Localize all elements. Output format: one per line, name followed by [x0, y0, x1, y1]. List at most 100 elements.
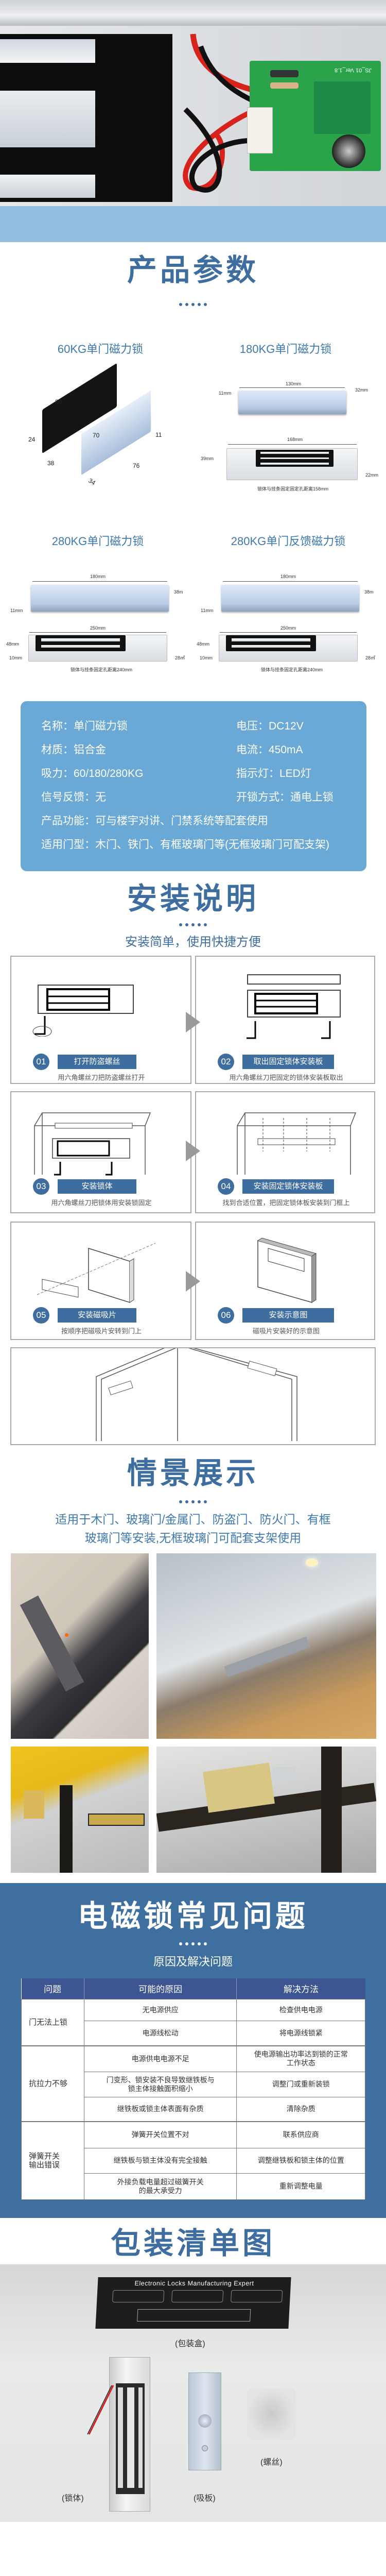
scenes-title: 情景展示	[127, 1456, 259, 1490]
dim-plate-thickness: 11mm	[10, 608, 23, 613]
solution-cell: 调整门或重新装锁	[236, 2071, 365, 2097]
spec-feedback: 信号反馈：无	[41, 791, 106, 803]
label-screws: (螺丝)	[260, 2458, 283, 2467]
install-step-4: 04 安装固定锁体安装板 找到合适位置，把固定锁体板安装到门框上	[195, 1091, 375, 1213]
package-box: Electronic Locks Manufacturing Expert	[95, 2277, 291, 2329]
cause-cell: 无电源供应	[83, 1998, 237, 2021]
install-title: 安装说明	[127, 882, 259, 916]
scene-photo-glass-door-bracket	[156, 1747, 376, 1873]
step-number-badge: 01	[33, 1054, 49, 1070]
table-row: 外接负载电量超过磁簧开关的最大承受力 重新调整电量	[22, 2173, 365, 2200]
faq-table: 问题 可能的原因 解决方法 门无法上锁 无电源供应 检查供电电源 电源线松动 将…	[21, 1978, 365, 2200]
step-title: 取出固定锁体安装板	[242, 1055, 334, 1069]
header-cause: 可能的原因	[84, 1978, 237, 1999]
dim-lock-length: 168mm	[287, 437, 303, 442]
product-label-280kg-feedback: 280KG单门反馈磁力锁	[231, 535, 346, 548]
scenes-description-line-2: 玻璃门等安装,无框玻璃门可配套支架使用	[84, 1531, 302, 1545]
solution-cell: 将电源线锁紧	[236, 2020, 365, 2046]
scene-photo-wood-door	[11, 1553, 149, 1739]
cause-cell: 电源供电电源不足	[83, 2045, 237, 2072]
step-description: 用六角螺丝刀把防盗螺丝打开	[58, 1074, 145, 1081]
cause-cell: 电源线松动	[83, 2020, 237, 2046]
product-label-60kg: 60KG单门磁力锁	[57, 343, 144, 355]
dim-lock-width: 28㎡	[365, 655, 376, 660]
dim-plate-thickness: 11	[155, 431, 162, 438]
spec-panel: 名称：单门磁力锁 电压：DC12V 材质：铝合金 电流：450mA 吸力：60/…	[21, 701, 366, 871]
install-subtitle: 安装简单，使用快捷方便	[125, 935, 261, 949]
problem-cell: 抗拉力不够	[21, 2045, 84, 2122]
step-number-badge: 04	[218, 1178, 234, 1195]
dim-plate-width: 38m	[364, 589, 374, 595]
step-description: 磁吸片安装好的示意图	[252, 1327, 320, 1335]
terminal-block	[314, 81, 371, 134]
dim-lock-width: 28㎡	[175, 655, 185, 660]
spec-name: 名称：单门磁力锁	[41, 720, 128, 732]
label-package-box: (包装盒)	[175, 2340, 205, 2348]
dim-lock-length: 250mm	[90, 625, 106, 631]
step-description: 按顺序把磁吸片安转到门上	[61, 1327, 142, 1335]
spec-unlock: 开锁方式：通电上锁	[236, 791, 334, 803]
solution-cell: 使电源输出功率达到锁的正常工作状态	[236, 2045, 365, 2072]
step-title: 安装锁体	[58, 1179, 136, 1194]
dim-hole-distance-note: 锁体与挂条固定孔距离240mm	[261, 667, 323, 672]
solution-cell: 调整继铁板和锁主体的位置	[236, 2147, 365, 2174]
install-step-3: 03 安装锁体 用六角螺丝刀把锁体用安装锁固定	[10, 1091, 191, 1213]
solution-cell: 检查供电电源	[236, 1998, 365, 2021]
package-title: 包装清单图	[110, 2227, 275, 2260]
step-number-badge: 05	[33, 1307, 49, 1324]
table-row: 门无法上锁 无电源供应 检查供电电源	[21, 1998, 365, 2046]
faq-title: 电磁锁常见问题	[77, 1900, 308, 1933]
dim-plate-width: 32mm	[355, 387, 369, 393]
next-arrow-icon	[186, 1271, 200, 1292]
step-title: 安装磁吸片	[58, 1308, 136, 1323]
scene-photo-glass-door-yellow	[11, 1747, 149, 1873]
magnet-core	[0, 34, 172, 202]
dim-plate-thickness: 11mm	[219, 391, 232, 396]
step-title: 安装固定锁体安装板	[242, 1179, 334, 1194]
screws-bag-item	[247, 2388, 296, 2439]
table-row: 弹簧开关输出错误 弹簧开关位置不对 联系供应商	[21, 2121, 365, 2200]
step-number-badge: 03	[33, 1178, 49, 1195]
table-row: 门变形、锁安装不良导致继铁板与锁主体接触面积缩小 调整门或重新装锁	[22, 2071, 365, 2097]
scenes-description-line-1: 适用于木门、玻璃门/金属门、防盗门、防火门、有框	[55, 1513, 331, 1526]
lock-body-item	[109, 2357, 150, 2512]
params-title: 产品参数	[127, 253, 259, 287]
cause-cell: 弹簧开关位置不对	[83, 2121, 237, 2148]
spec-function: 产品功能：可与楼宇对讲、门禁系统等配套使用	[41, 815, 268, 827]
dim-lock-height: 39mm	[201, 456, 214, 461]
spec-indicator: 指示灯：LED灯	[236, 768, 311, 779]
dim-width: 38	[47, 460, 55, 467]
install-step-2: 02 取出固定锁体安装板 用六角螺丝刀把固定的锁体安装板取出	[195, 956, 375, 1084]
cause-cell: 继铁板与锁主体没有完全接触	[83, 2147, 237, 2174]
door-frame-plate-illustration	[237, 1112, 357, 1175]
dim-lock-height: 48mm	[6, 641, 20, 647]
step-number-badge: 02	[218, 1054, 234, 1070]
table-header-row: 问题 可能的原因 解决方法	[21, 1978, 365, 1999]
dim-plate-length: 180mm	[280, 574, 296, 579]
package-contents-photo: Electronic Locks Manufacturing Expert (包…	[0, 2264, 386, 2522]
solution-cell: 清除杂质	[236, 2096, 365, 2122]
faq-subtitle: 原因及解决问题	[153, 1955, 233, 1968]
armature-plate-illustration	[37, 1243, 156, 1303]
title-dots	[0, 1499, 386, 1503]
step-title: 打开防盗螺丝	[58, 1055, 136, 1069]
solution-cell: 联系供应商	[236, 2121, 365, 2148]
spec-voltage: 电压：DC12V	[236, 720, 304, 732]
problem-cell: 弹簧开关输出错误	[21, 2121, 84, 2200]
dim-plate-width: 34	[87, 477, 97, 487]
install-step-5: 05 安装磁吸片 按顺序把磁吸片安转到门上	[10, 1222, 191, 1340]
lock-wires	[87, 2385, 114, 2435]
table-row: 继铁板与锁主体没有完全接触 调整继铁板和锁主体的位置	[22, 2147, 365, 2174]
product-label-180kg: 180KG单门磁力锁	[239, 343, 332, 355]
dim-length-plate: 70	[93, 432, 100, 439]
lock-body-illustration	[32, 985, 134, 1037]
spec-current: 电流：450mA	[236, 744, 303, 756]
spec-material: 材质：铝合金	[41, 744, 106, 756]
door-frame-lock-illustration	[34, 1112, 151, 1176]
hero-product-photo: JS_01 Ver_1.8	[0, 0, 386, 206]
install-step-6: 06 安装示意图 磁吸片安装好的示意图	[195, 1222, 375, 1340]
armature-plate-item	[188, 2372, 221, 2470]
dim-length: 80	[55, 398, 62, 405]
door-illustration	[96, 1348, 297, 1441]
header-problem: 问题	[21, 1978, 84, 1999]
